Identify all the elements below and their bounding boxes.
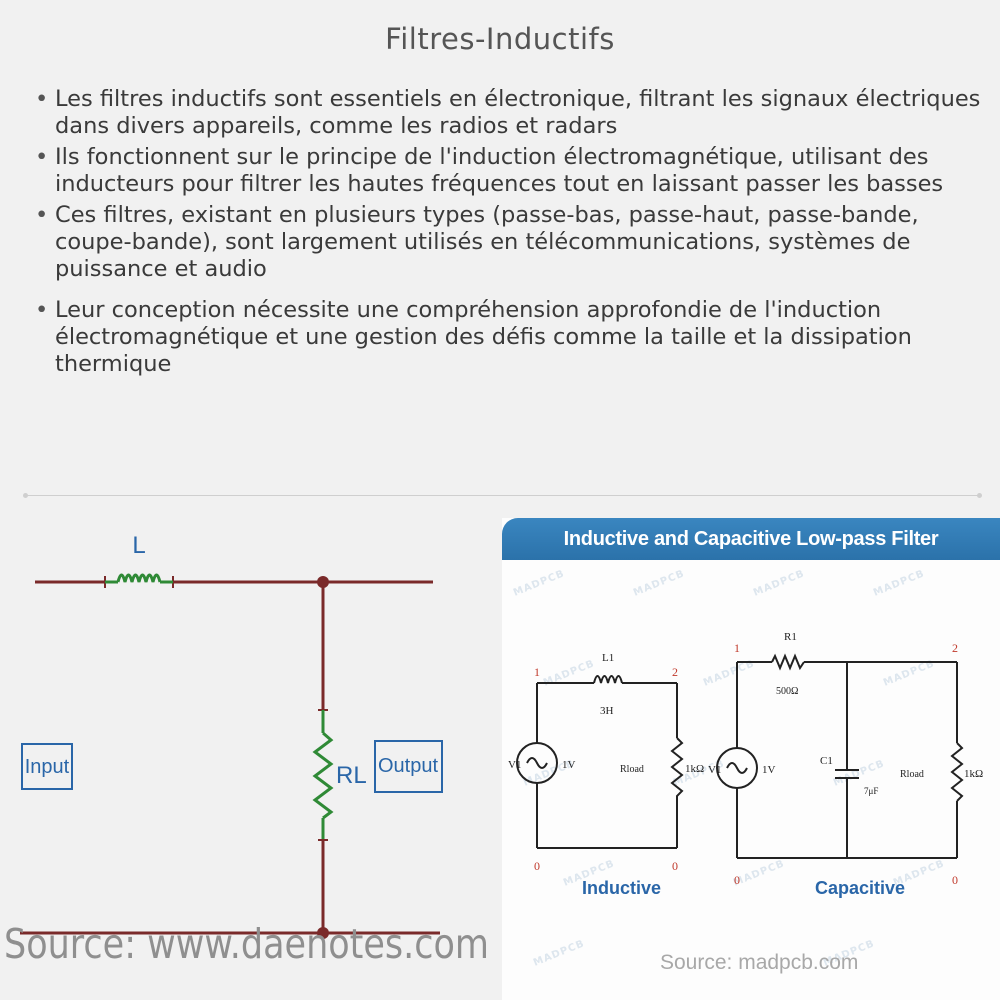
bullet-item: Ces filtres, existant en plusieurs types… [33, 202, 983, 283]
output-box [374, 740, 443, 793]
node-label: 0 [734, 873, 740, 887]
node-label: 2 [672, 665, 678, 679]
lowpass-filter-figure: MADPCB MADPCB MADPCB MADPCB MADPCB MADPC… [502, 518, 1000, 1000]
capacitor-name: C1 [820, 755, 833, 767]
node-label: 0 [534, 859, 540, 873]
bullet-item: Les filtres inductifs sont essentiels en… [33, 86, 983, 140]
figure-banner: Inductive and Capacitive Low-pass Filter [502, 518, 1000, 560]
load-value: 1kΩ [685, 763, 704, 775]
load-resistor [950, 742, 964, 802]
page-title: Filtres-Inductifs [385, 22, 615, 56]
resistor-label: RL [336, 762, 367, 789]
resistor-zigzag [312, 731, 334, 820]
bullet-list: Les filtres inductifs sont essentiels en… [33, 86, 983, 382]
source-name: V1 [508, 759, 521, 771]
source-value: 1V [562, 759, 576, 771]
node-label: 0 [672, 859, 678, 873]
output-label: Output [378, 755, 438, 777]
voltage-source [716, 747, 758, 789]
load-value: 1kΩ [964, 768, 983, 780]
resistor-value: 500Ω [776, 686, 798, 697]
junction-dot [317, 927, 329, 939]
capacitive-circuit [716, 653, 964, 859]
node-label: 1 [534, 665, 540, 679]
capacitor-value: 7μF [864, 786, 878, 796]
lowpass-schematics: 1 2 0 0 L1 3H V1 1V Rload 1kΩ Inductive [508, 631, 983, 974]
inductive-circuit [516, 675, 684, 849]
load-name: Rload [620, 764, 644, 775]
inductive-filter-schematic: L RL Input Output Source: www.daenotes.c… [4, 532, 489, 968]
inductor-name: L1 [602, 652, 614, 664]
inductor-label: L [132, 532, 145, 559]
source-credit: Source: madpcb.com [660, 951, 858, 974]
resistor-name: R1 [784, 631, 797, 643]
capacitive-caption: Capacitive [815, 878, 905, 898]
node-label: 2 [952, 641, 958, 655]
section-divider [23, 493, 982, 498]
series-resistor [771, 653, 805, 671]
load-resistor [670, 737, 684, 808]
inductor-coil [593, 675, 623, 684]
inductor-coil [116, 573, 162, 583]
load-name: Rload [900, 769, 924, 780]
source-name: V1 [708, 764, 721, 776]
input-label: Input [25, 756, 70, 778]
sine-symbol [526, 757, 548, 769]
inductor-value: 3H [600, 705, 614, 717]
voltage-source [516, 742, 558, 784]
bullet-item: Leur conception nécessite une compréhens… [33, 297, 983, 378]
source-value: 1V [762, 764, 776, 776]
node-label: 0 [952, 873, 958, 887]
inductive-caption: Inductive [582, 878, 661, 898]
input-box [21, 743, 73, 790]
bullet-item: Ils fonctionnent sur le principe de l'in… [33, 144, 983, 198]
source-credit: Source: www.daenotes.com [4, 920, 489, 968]
sine-symbol [726, 762, 748, 774]
node-label: 1 [734, 641, 740, 655]
